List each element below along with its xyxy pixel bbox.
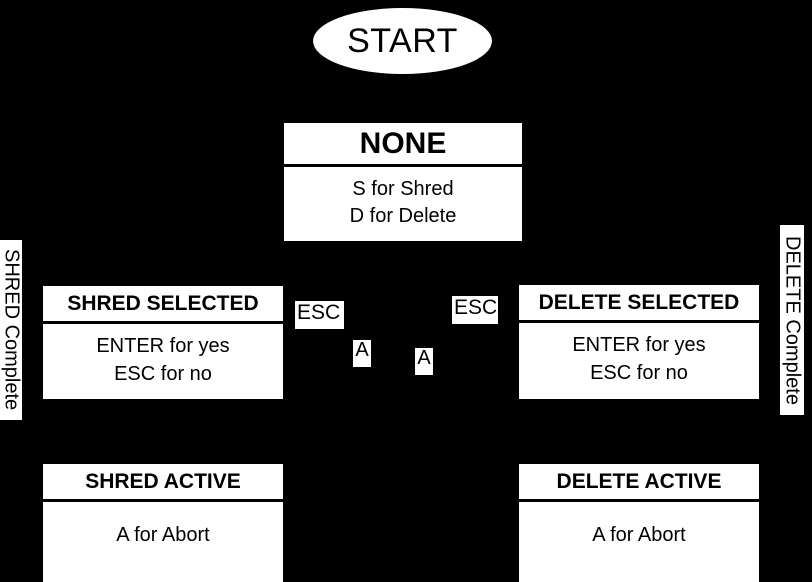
edge-label-abort-shred: A <box>353 340 371 367</box>
edge-label-esc-shred: ESC <box>295 301 344 329</box>
state-delete-active-body: A for Abort <box>519 502 759 582</box>
state-none-body-line-2: D for Delete <box>349 205 457 228</box>
state-none-title: NONE <box>284 123 522 167</box>
state-delete-selected-title: DELETE SELECTED <box>519 285 759 324</box>
state-shred-active[interactable]: SHRED ACTIVE A for Abort <box>43 464 283 582</box>
state-none-body: S for Shred D for Delete <box>284 167 522 242</box>
edge-label-esc-delete: ESC <box>452 296 498 324</box>
state-shred-active-body: A for Abort <box>43 502 283 582</box>
side-label-delete-complete: DELETE Complete <box>780 225 804 415</box>
state-shred-selected-body-line-2: ESC for no <box>114 362 212 385</box>
state-delete-selected-body-line-1: ENTER for yes <box>572 334 706 357</box>
state-none[interactable]: NONE S for Shred D for Delete <box>284 123 522 241</box>
state-delete-active[interactable]: DELETE ACTIVE A for Abort <box>519 464 759 582</box>
state-shred-selected-body-line-1: ENTER for yes <box>96 335 230 358</box>
state-delete-selected-body: ENTER for yes ESC for no <box>519 323 759 399</box>
state-shred-active-body-line-1: A for Abort <box>116 524 210 547</box>
edge-label-abort-delete: A <box>415 348 433 375</box>
state-delete-active-body-line-1: A for Abort <box>592 524 686 547</box>
state-shred-active-title: SHRED ACTIVE <box>43 464 283 503</box>
state-shred-selected-body: ENTER for yes ESC for no <box>43 324 283 399</box>
state-none-body-line-1: S for Shred <box>352 177 454 200</box>
state-shred-selected-title: SHRED SELECTED <box>43 286 283 325</box>
start-terminal-label: START <box>347 22 458 60</box>
start-terminal[interactable]: START <box>313 8 492 74</box>
side-label-shred-complete: SHRED Complete <box>0 240 23 420</box>
state-shred-selected[interactable]: SHRED SELECTED ENTER for yes ESC for no <box>43 286 283 399</box>
state-delete-active-title: DELETE ACTIVE <box>519 464 759 503</box>
state-delete-selected[interactable]: DELETE SELECTED ENTER for yes ESC for no <box>519 285 759 399</box>
state-delete-selected-body-line-2: ESC for no <box>590 361 688 384</box>
